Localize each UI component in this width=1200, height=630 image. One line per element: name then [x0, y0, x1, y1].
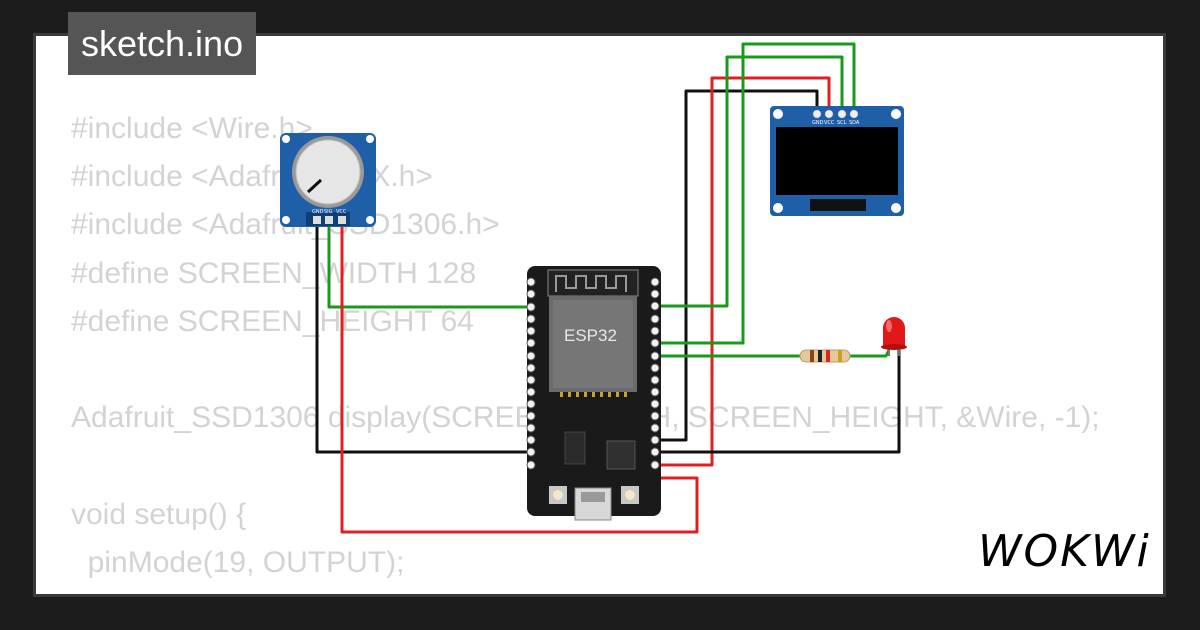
code-preview: #include <Wire.h>#include <Adafruit_GFX.…: [71, 105, 1100, 595]
pot-pin-gnd-label: GND: [312, 209, 324, 215]
code-line: void setup() {: [71, 497, 247, 531]
oled-pin-gnd-label: GND: [812, 120, 824, 126]
potentiometer[interactable]: GND SIG VCC: [280, 133, 376, 227]
led-icon[interactable]: [881, 317, 907, 356]
wire-pot-sig[interactable]: [327, 220, 531, 309]
code-line: Serial.begin(115200);: [71, 587, 1100, 595]
file-name-tab[interactable]: sketch.ino: [68, 12, 257, 75]
code-line: pinMode(19, OUTPUT);: [71, 545, 405, 579]
oled-pin-sda-label: SDA: [849, 120, 860, 126]
esp32-label: ESP32: [564, 326, 617, 345]
wire-oled-vcc[interactable]: [655, 76, 831, 467]
esp32-board[interactable]: ESP32: [526, 266, 661, 521]
wire-pot-gnd[interactable]: [315, 220, 531, 454]
wokwi-logo: WOKWi: [978, 526, 1151, 577]
wire-oled-gnd[interactable]: [655, 89, 819, 442]
oled-display[interactable]: GND VCC SCL SDA: [770, 106, 904, 216]
potentiometer-knob-icon[interactable]: [295, 139, 361, 205]
oled-pin-vcc-label: VCC: [824, 120, 835, 126]
wire-oled-sda[interactable]: [655, 42, 856, 345]
oled-pin-scl-label: SCL: [837, 120, 847, 126]
pot-pin-vcc-label: VCC: [336, 209, 347, 215]
wire-pot-vcc[interactable]: [340, 220, 699, 534]
wire-led-gnd[interactable]: [655, 350, 901, 454]
pot-pin-sig-label: SIG: [324, 209, 333, 215]
wire-resistor-led[interactable]: [850, 349, 891, 358]
wire-oled-scl[interactable]: [655, 55, 844, 308]
oled-display-icon: [776, 127, 898, 195]
resistor-icon[interactable]: [799, 349, 851, 363]
code-line: #define SCREEN_HEIGHT 64: [71, 304, 474, 338]
code-line: #define SCREEN_WIDTH 128: [71, 256, 477, 290]
